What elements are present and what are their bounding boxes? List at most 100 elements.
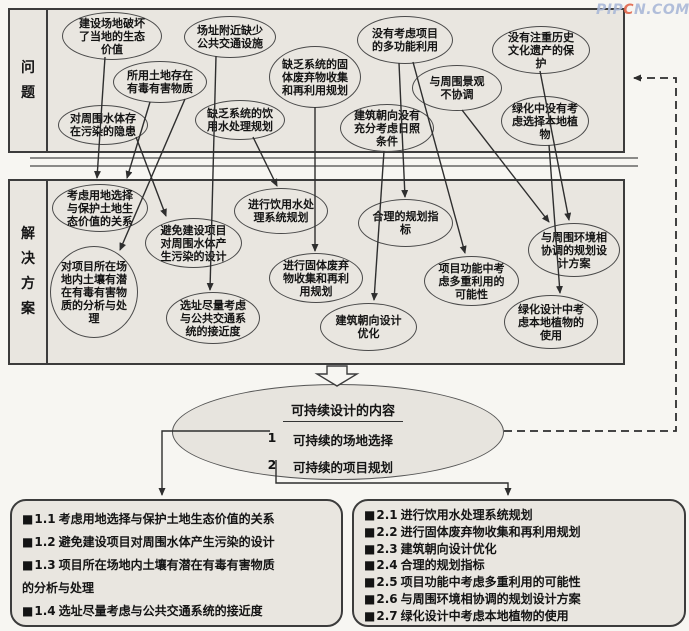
solution-node-native-plants-use: 绿化设计中考 虑本地植物的 使用	[504, 295, 598, 349]
square-bullet-icon: ■	[364, 541, 376, 556]
square-bullet-icon: ■	[364, 524, 376, 539]
solution-node-orientation-optimize: 建筑朝向设计 优化	[320, 303, 417, 351]
solution-section-label: 解决方案	[21, 226, 35, 317]
watermark-text: PIP	[596, 2, 624, 18]
center-ellipse-sustainable-design: 可持续设计的内容 1 可持续的场地选择 2 可持续的项目规划	[172, 384, 504, 480]
solution-node-waste-recycle-plan: 进行固体废弃 物收集和再利 用规划	[269, 253, 363, 303]
problem-node-lack-public-transport: 场址附近缺少 公共交通设施	[184, 16, 276, 58]
item-text: 选址尽量考虑与公共交通系统的接近度	[58, 604, 263, 618]
item-number: 2.7	[376, 608, 398, 623]
item-number: 1	[267, 430, 277, 445]
square-bullet-icon: ■	[22, 604, 34, 618]
square-bullet-icon: ■	[22, 512, 34, 526]
problem-node-text: 绿化中没有考 虑选择本地植 物	[512, 101, 578, 141]
problem-node-no-native-plants: 绿化中没有考 虑选择本地植 物	[501, 96, 589, 146]
problem-node-no-multiuse: 没有考虑项目 的多功能利用	[357, 16, 453, 64]
solution-node-reasonable-indicators: 合理的规划指 标	[358, 199, 453, 247]
item-text: 避免建设项目对周围水体产生污染的设计	[58, 535, 275, 549]
solution-node-text: 合理的规划指 标	[372, 210, 439, 236]
problem-node-text: 缺乏系统的固 体废弃物收集 和再利用规划	[282, 57, 348, 97]
item-text: 绿化设计中考虑本地植物的使用	[400, 608, 569, 623]
square-bullet-icon: ■	[22, 535, 34, 549]
solution-node-text: 对项目所在场 地内土壤有潜 在有毒有害物 质的分析与处 理	[61, 259, 127, 325]
item-text: 可持续的场地选择	[293, 433, 394, 448]
center-ellipse-title: 可持续设计的内容	[283, 400, 404, 422]
problem-node-site-destroys-ecology: 建设场地破坏 了当地的生态 价值	[62, 12, 162, 60]
problem-node-no-waste-plan: 缺乏系统的固 体废弃物收集 和再利用规划	[269, 46, 361, 108]
center-ellipse-item: 1 可持续的场地选择	[265, 430, 465, 449]
center-ellipse-item: 2 可持续的项目规划	[265, 457, 465, 476]
item-number: 1.2	[34, 535, 56, 549]
problem-label-column: 问题	[10, 10, 48, 151]
problem-node-text: 所用土地存在 有毒有害物质	[127, 69, 193, 95]
item-text: 进行固体废弃物收集和再利用规划	[400, 524, 581, 539]
problem-node-text: 建筑朝向没有 充分考虑日照 条件	[354, 108, 420, 148]
solution-node-text: 项目功能中考 虑多重利用的 可能性	[438, 261, 505, 301]
item-text: 考虑用地选择与保护土地生态价值的关系	[58, 512, 275, 526]
problem-node-text: 场址附近缺少 公共交通设施	[197, 24, 263, 50]
item-text: 可持续的项目规划	[293, 460, 394, 475]
problem-node-landscape-mismatch: 与周围景观 不协调	[412, 65, 502, 111]
item-text: 项目所在场地内土壤有潜在有毒有害物质 的分析与处理	[22, 558, 275, 595]
item-number: 2.6	[376, 591, 398, 606]
square-bullet-icon: ■	[364, 508, 376, 522]
square-bullet-icon: ■	[364, 575, 376, 590]
item-number: 2	[267, 457, 277, 472]
solution-label-column: 解决方案	[10, 181, 48, 363]
item-number: 2.2	[376, 524, 398, 539]
item-number: 1.1	[34, 512, 56, 526]
square-bullet-icon: ■	[364, 591, 376, 606]
item-number: 1.4	[34, 604, 56, 618]
center-ellipse-content: 可持续设计的内容 1 可持续的场地选择 2 可持续的项目规划	[265, 400, 465, 476]
problem-section-label: 问题	[21, 59, 35, 101]
problem-node-no-drinking-water-plan: 缺乏系统的饮 用水处理规划	[195, 100, 285, 140]
solution-node-text: 进行饮用水处 理系统规划	[248, 198, 314, 224]
item-number: 1.3	[34, 558, 56, 572]
watermark-accent-letter: C	[623, 2, 635, 18]
solution-node-avoid-water-pollution: 避免建设项目 对周围水体产 生污染的设计	[145, 218, 242, 268]
solution-node-text: 选址尽量考虑 与公共交通系 统的接近度	[180, 298, 246, 338]
solution-node-soil-analysis: 对项目所在场 地内土壤有潜 在有毒有害物 质的分析与处 理	[50, 246, 138, 338]
watermark: PIPCN.COM	[596, 2, 689, 18]
item-number: 2.5	[376, 575, 398, 590]
solution-node-drinking-water-plan: 进行饮用水处 理系统规划	[234, 188, 328, 234]
problem-node-water-pollution-risk: 对周围水体存 在污染的隐患	[58, 105, 148, 145]
problem-node-text: 与周围景观 不协调	[429, 75, 485, 101]
solution-node-text: 考虑用地选择 与保护土地生 态价值的关系	[67, 188, 133, 228]
problem-node-text: 对周围水体存 在污染的隐患	[70, 112, 136, 138]
solution-node-harmonious-plan: 与周围环境相 协调的规划设 计方案	[528, 223, 620, 277]
item-text: 与周围环境相协调的规划设计方案	[400, 591, 581, 606]
item-number: 2.3	[376, 541, 398, 556]
item-text: 项目功能中考虑多重利用的可能性	[400, 575, 581, 590]
item-number: 2.4	[376, 558, 398, 573]
solution-node-land-ecology-value: 考虑用地选择 与保护土地生 态价值的关系	[52, 184, 148, 232]
solution-node-multiuse-possibility: 项目功能中考 虑多重利用的 可能性	[424, 256, 519, 306]
block-arrow-down-icon	[314, 365, 360, 387]
section-separator-lines	[30, 157, 638, 167]
problem-node-text: 没有考虑项目 的多功能利用	[372, 27, 438, 53]
square-bullet-icon: ■	[364, 558, 376, 573]
square-bullet-icon: ■	[364, 608, 376, 623]
problem-node-text: 缺乏系统的饮 用水处理规划	[207, 107, 273, 133]
item-text: 合理的规划指标	[400, 558, 485, 573]
solution-node-text: 绿化设计中考 虑本地植物的 使用	[518, 302, 584, 342]
solution-node-text: 建筑朝向设计 优化	[335, 314, 402, 340]
solution-node-text: 避免建设项目 对周围水体产 生污染的设计	[160, 223, 227, 263]
problem-node-toxic-land: 所用土地存在 有毒有害物质	[113, 61, 207, 103]
item-number: 2.1	[376, 508, 398, 522]
problem-node-text: 没有注重历史 文化遗产的保 护	[508, 30, 574, 70]
watermark-text-2: N.COM	[634, 2, 689, 18]
